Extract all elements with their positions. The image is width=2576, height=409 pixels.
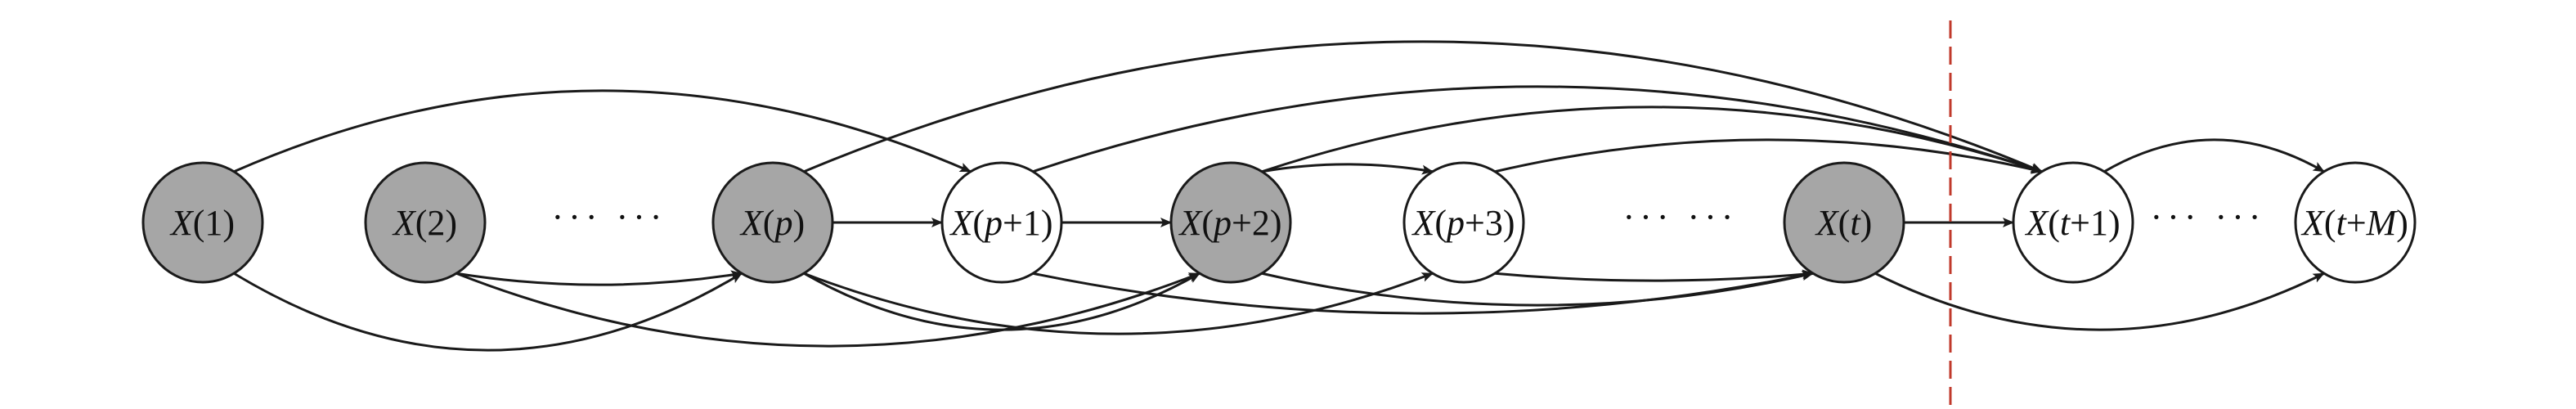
ellipsis-3: ··· ···: [2151, 197, 2266, 237]
node-ntm: X(t+M): [2294, 161, 2417, 284]
node-n1: X(1): [141, 161, 264, 284]
ellipsis-2: ··· ···: [1623, 197, 1739, 237]
edge-n2-to-np: [456, 270, 743, 286]
node-label: X(t): [1815, 203, 1872, 243]
node-np: X(p): [711, 161, 834, 284]
edge-np2-to-np3: [1261, 163, 1434, 175]
node-label: X(p+1): [949, 203, 1052, 243]
edge-nt1-to-ntm: [2103, 138, 2325, 173]
edge-np1-to-nt1: [1032, 85, 2043, 173]
edge-nt-to-ntm: [1874, 272, 2325, 331]
node-label: X(p): [739, 203, 805, 243]
edge-np3-to-nt: [1495, 269, 1814, 282]
edge-n2-to-np2: [456, 272, 1200, 348]
edge-np-to-nt1: [803, 40, 2043, 173]
node-circle: [141, 161, 264, 284]
node-np2: X(p+2): [1169, 161, 1292, 284]
node-label: X(t+1): [2024, 203, 2120, 243]
node-circle: [711, 161, 834, 284]
ellipsis-layer: ··· ··· ··· ··· ··· ···: [552, 197, 2266, 237]
edge-np3-to-nt1: [1494, 138, 2043, 174]
edge-n1-to-np: [233, 272, 743, 352]
node-nt1: X(t+1): [2012, 161, 2134, 284]
node-circle: [2294, 161, 2417, 284]
edge-np2-to-nt: [1261, 271, 1814, 307]
edge-layer: [233, 40, 2325, 352]
edge-np2-to-nt1: [1261, 106, 2043, 173]
node-np1: X(p+1): [940, 161, 1063, 284]
node-circle: [940, 161, 1063, 284]
node-circle: [1402, 161, 1525, 284]
node-label: X(p+2): [1178, 203, 1281, 243]
node-layer: X(1) X(2) X(p) X(p+1) X(p+2) X(p+3) X(t) X(t+1)…: [141, 161, 2417, 284]
node-circle: [2012, 161, 2134, 284]
node-label: X(p+3): [1411, 203, 1515, 243]
node-circle: [1783, 161, 1905, 284]
node-n2: X(2): [364, 161, 487, 284]
node-circle: [1169, 161, 1292, 284]
edge-np-to-np3: [803, 272, 1434, 335]
node-circle: [364, 161, 487, 284]
node-np3: X(p+3): [1402, 161, 1525, 284]
edge-n1-to-np1: [233, 89, 972, 173]
edge-np-to-np2: [803, 272, 1200, 331]
node-label: X(2): [392, 203, 457, 243]
ellipsis-1: ··· ···: [552, 197, 667, 237]
node-nt: X(t): [1783, 161, 1905, 284]
node-label: X(t+M): [2300, 203, 2408, 243]
node-label: X(1): [169, 203, 235, 243]
